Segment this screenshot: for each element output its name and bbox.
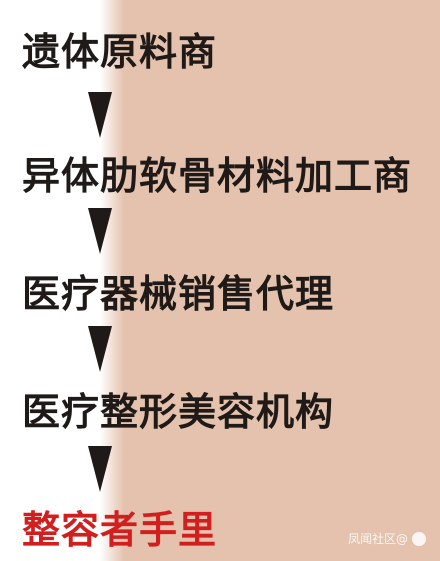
watermark: 凤闻社区@ bbox=[348, 530, 426, 547]
watermark-text: 凤闻社区@ bbox=[347, 532, 408, 546]
step-2-label: 异体肋软骨材料加工商 bbox=[22, 154, 413, 198]
step-3-label: 医疗器械销售代理 bbox=[22, 272, 335, 316]
down-arrow-icon bbox=[88, 208, 112, 254]
background-right bbox=[124, 0, 440, 561]
background-left bbox=[0, 0, 100, 561]
step-5-label: 整容者手里 bbox=[22, 508, 218, 552]
step-4-label: 医疗整形美容机构 bbox=[22, 390, 335, 434]
down-arrow-icon bbox=[88, 326, 112, 372]
down-arrow-icon bbox=[88, 92, 112, 138]
step-1-label: 遗体原料商 bbox=[22, 30, 218, 74]
down-arrow-icon bbox=[88, 446, 112, 492]
wechat-logo-icon bbox=[412, 531, 426, 546]
